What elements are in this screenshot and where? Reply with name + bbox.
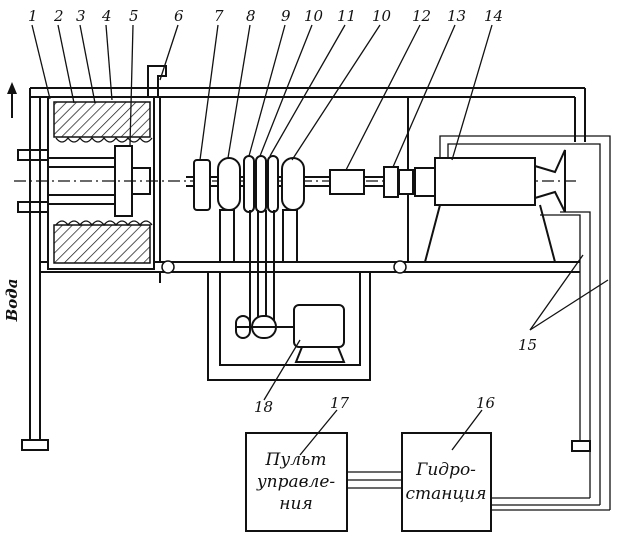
label-10-second: 10 (372, 7, 392, 25)
control-panel-line-2: управле- (256, 472, 336, 492)
label-4: 4 (101, 7, 112, 25)
label-5: 5 (129, 7, 139, 25)
hydro-station-line-2: станция (405, 484, 486, 504)
label-16: 16 (476, 394, 496, 412)
leader-lines (31, 24, 609, 456)
label-14: 14 (484, 7, 503, 25)
hydraulic-lines (439, 135, 611, 510)
motor-assembly (207, 272, 371, 381)
control-panel-line-1: Пульт (265, 450, 327, 470)
label-7: 7 (214, 7, 224, 25)
label-18: 18 (254, 398, 273, 416)
label-2: 2 (53, 7, 64, 25)
water-label: Вода (3, 279, 21, 323)
hydro-station-line-1: Гидро- (415, 460, 476, 480)
label-15: 15 (518, 336, 537, 354)
label-6: 6 (174, 7, 184, 25)
pulley-assembly (186, 155, 420, 325)
label-9: 9 (281, 7, 291, 25)
water-chamber (17, 65, 167, 270)
control-panel-block: Пульт управле- ния (245, 432, 348, 532)
hydro-station-block: Гидро- станция (401, 432, 492, 532)
label-8: 8 (246, 7, 256, 25)
test-unit (414, 149, 566, 263)
control-panel-line-3: ния (279, 494, 312, 514)
label-13: 13 (447, 7, 466, 25)
callout-labels: 1 2 3 4 5 6 7 8 9 10 11 10 12 13 14 15 1… (28, 7, 537, 416)
coupling-assembly (329, 166, 414, 198)
label-12: 12 (412, 7, 431, 25)
label-11: 11 (337, 7, 356, 25)
water-arrow (7, 82, 17, 118)
label-17: 17 (330, 394, 350, 412)
label-1: 1 (28, 7, 38, 25)
label-10: 10 (304, 7, 324, 25)
label-3: 3 (76, 7, 86, 25)
